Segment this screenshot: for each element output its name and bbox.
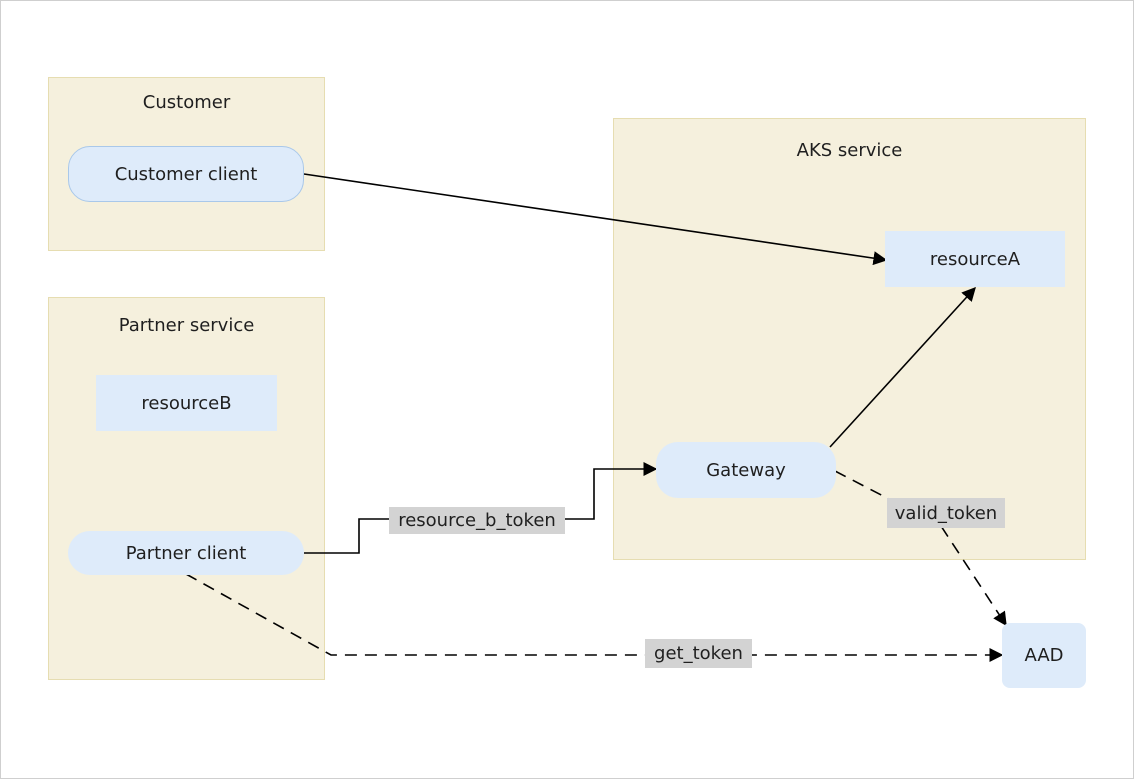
edge-gateway-to-aad <box>834 470 1007 627</box>
group-partner-service-title: Partner service <box>118 315 255 336</box>
node-customer-client[interactable]: Customer client <box>68 146 304 202</box>
node-resource-a[interactable]: resourceA <box>885 231 1065 287</box>
group-aks-service-title: AKS service <box>796 140 903 161</box>
label-get-token: get_token <box>645 639 752 668</box>
node-resource-b[interactable]: resourceB <box>96 375 277 431</box>
label-resource-b-token: resource_b_token <box>389 507 565 534</box>
node-aad[interactable]: AAD <box>1002 623 1086 688</box>
node-gateway[interactable]: Gateway <box>656 442 836 498</box>
edge-gateway-to-resource-a <box>829 286 976 448</box>
group-partner-service: Partner service <box>48 297 325 680</box>
group-customer-title: Customer <box>142 92 231 113</box>
edge-partner-client-to-aad <box>185 573 1004 662</box>
edge-customer-client-to-resource-a <box>303 173 888 266</box>
label-valid-token: valid_token <box>887 498 1005 528</box>
node-partner-client[interactable]: Partner client <box>68 531 304 575</box>
